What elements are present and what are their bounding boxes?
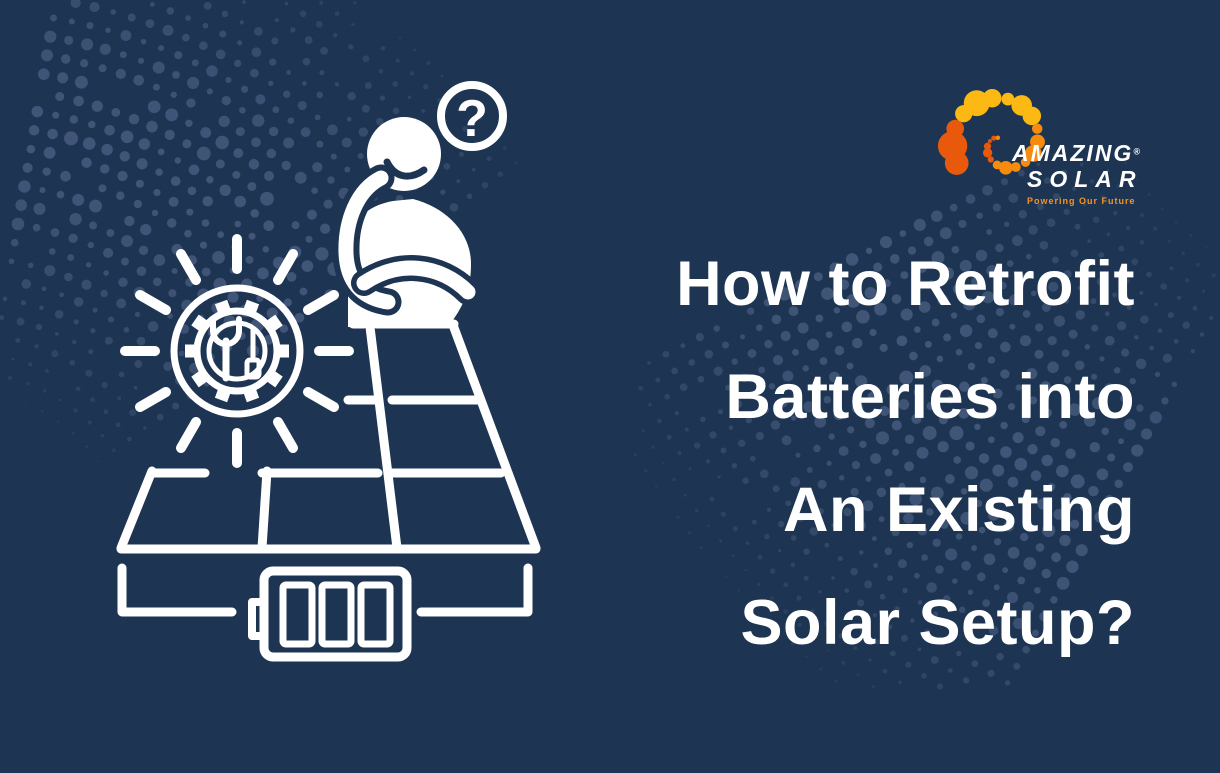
person-mouth [383,158,428,180]
brand-tagline: Powering Our Future [1027,196,1136,206]
battery-icon [248,566,412,662]
question-circle [437,81,507,151]
sun-spiral-logo-icon [937,88,1045,175]
amazing-solar-logo: AMAZING® SOLAR Powering Our Future [937,78,1200,210]
halftone-dots-right [633,152,1216,690]
solar-panel-icon [116,319,541,554]
sun-rays [120,234,354,468]
gear-teeth [185,299,289,403]
registered-mark: ® [1133,146,1140,157]
thinking-person-icon [332,117,481,327]
page-title: How to Retrofit Batteries into An Existi… [495,228,1135,680]
title-line: How to Retrofit [676,249,1135,319]
connection-brackets [117,563,533,617]
retrofit-illustration: ? [116,81,541,662]
brand-name-line2: SOLAR [1027,166,1143,192]
brand-name-line1: AMAZING [1012,140,1134,166]
question-glyph: ? [456,90,488,148]
question-mark-icon: ? [437,81,507,151]
logo-wordmark: AMAZING® SOLAR Powering Our Future [1012,140,1143,206]
title-line: Solar Setup? [740,588,1135,658]
title-line: An Existing [782,475,1135,545]
battery-cells [279,581,394,648]
title-line: Batteries into [725,362,1135,432]
person-forearm [356,260,476,300]
gear-tools-sun-icon [120,234,354,468]
screwdriver-icon [244,327,262,380]
wrench-icon [210,316,242,382]
